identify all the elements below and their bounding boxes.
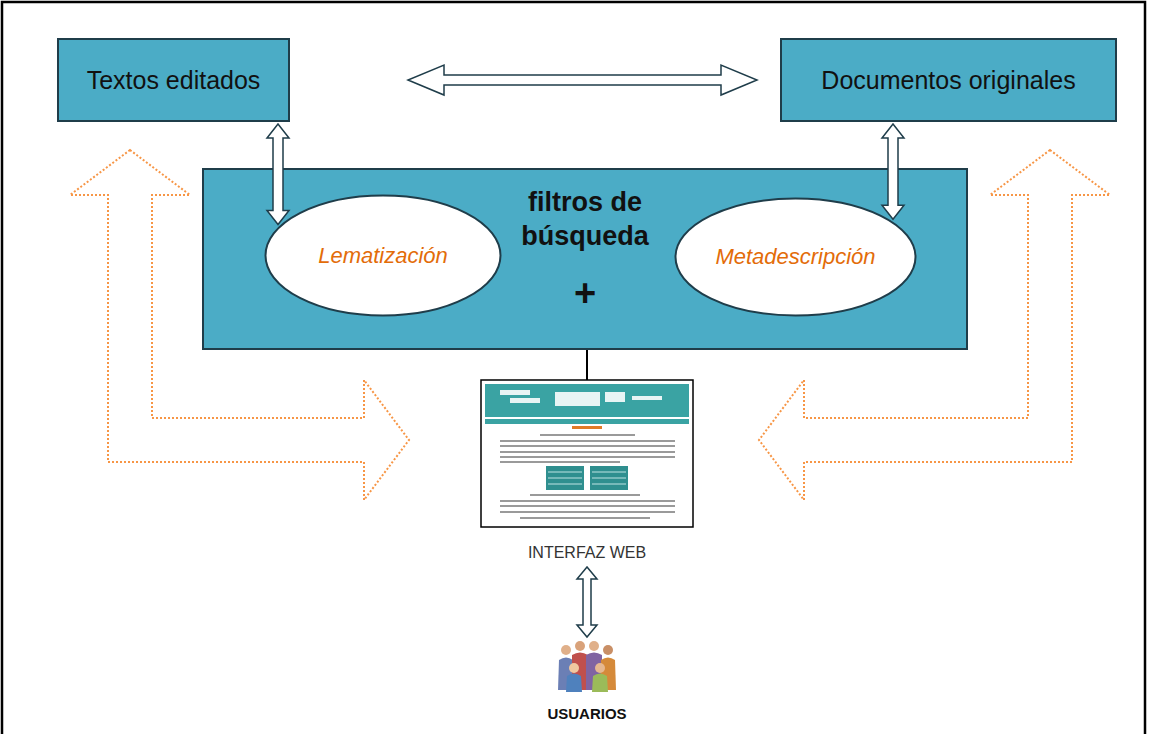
illustration-part (572, 426, 602, 429)
illustration-part (555, 392, 600, 406)
illustration-part (500, 445, 675, 447)
illustration-part (590, 466, 628, 490)
users-group: USUARIOS (528, 634, 646, 726)
illustration-part (500, 456, 675, 458)
illustration-part (575, 641, 585, 651)
box-label: Documentos originales (821, 66, 1075, 95)
ellipse-shape (676, 199, 916, 316)
illustration-part (566, 674, 582, 693)
illustration-part (592, 478, 626, 479)
illustration-part (589, 641, 599, 651)
illustration-part (605, 392, 625, 402)
block-arrow (267, 124, 289, 225)
illustration-part (632, 396, 662, 400)
illustration-part (530, 494, 640, 496)
band-title: filtros de búsqueda (500, 186, 670, 254)
illustration-part (500, 511, 675, 513)
block-arrow (408, 65, 757, 95)
users-label: USUARIOS (528, 705, 646, 722)
illustration-part (540, 434, 635, 436)
source-box: Documentos originales (780, 38, 1117, 122)
ellipse-shape (266, 196, 501, 316)
illustration-part (561, 645, 571, 655)
web-interface: INTERFAZ WEB (477, 380, 697, 564)
illustration-part (546, 466, 584, 490)
illustration-part (548, 478, 582, 479)
illustration-part (592, 484, 626, 485)
illustration-part (500, 500, 675, 502)
process-ellipse: Lematización (264, 194, 502, 317)
block-arrow (70, 150, 409, 500)
illustration-part (603, 645, 613, 655)
filter-band: filtros de búsqueda + Lematización Metadesc… (202, 168, 968, 350)
illustration-part (592, 674, 608, 693)
web-screenshot (481, 380, 693, 527)
illustration-part (510, 398, 540, 403)
illustration-part (481, 380, 693, 527)
illustration-part (500, 461, 620, 463)
illustration-part (548, 472, 582, 473)
connector-line (586, 350, 588, 380)
box-label: Textos editados (87, 66, 261, 95)
process-label: Metadescripción (715, 244, 875, 270)
illustration-part (500, 390, 530, 395)
illustration-part (485, 384, 689, 417)
illustration-part (500, 505, 675, 507)
users-icon (558, 641, 616, 692)
process-ellipse: Metadescripción (674, 197, 917, 317)
illustration-part (500, 434, 675, 519)
block-arrow (882, 124, 904, 219)
block-arrow (759, 150, 1110, 500)
block-arrow (577, 567, 597, 637)
illustration-part (592, 472, 626, 473)
illustration-part (548, 472, 626, 484)
illustration-part (595, 663, 605, 673)
illustration-part (520, 517, 650, 519)
illustration-part (485, 419, 689, 424)
process-label: Lematización (318, 243, 448, 269)
interface-label: INTERFAZ WEB (477, 544, 697, 562)
source-box: Textos editados (57, 38, 290, 122)
plus-sign: + (555, 274, 615, 312)
illustration-part (500, 451, 675, 453)
illustration-part (569, 663, 579, 673)
illustration-part (500, 440, 675, 442)
illustration-part (548, 484, 582, 485)
